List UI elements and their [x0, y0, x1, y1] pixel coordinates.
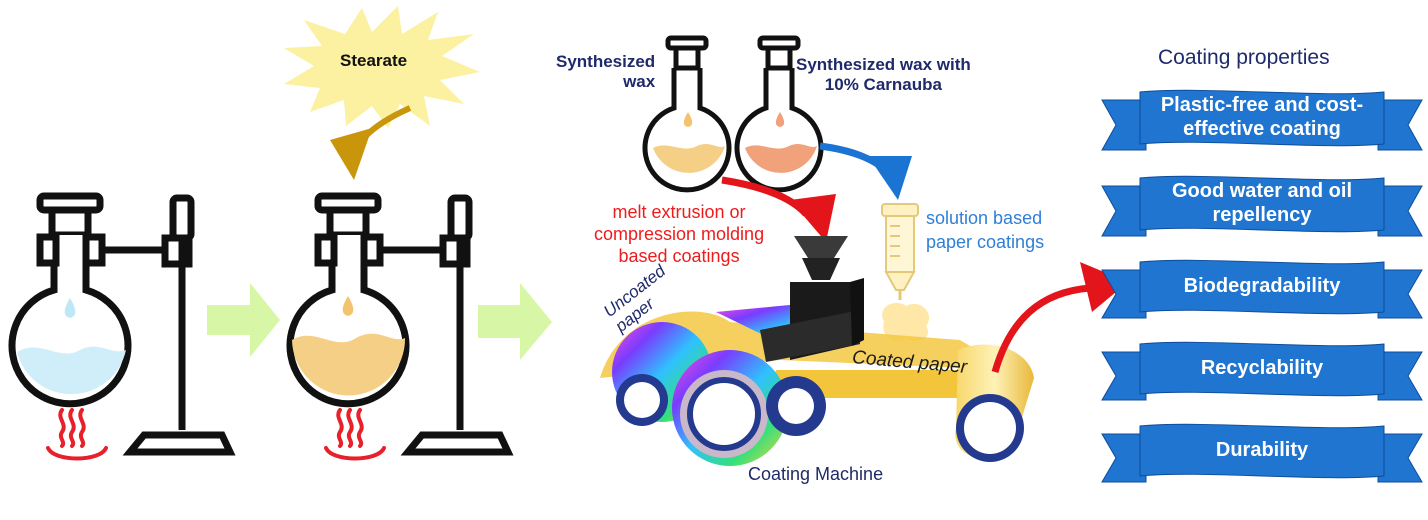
green-arrow-1 — [207, 283, 280, 357]
syringe-icon — [881, 203, 930, 342]
stearate-starburst — [284, 6, 480, 128]
red-arrow-properties — [991, 262, 1128, 373]
ribbon-biodegradability — [1101, 259, 1423, 319]
synthesized-wax-line-2: wax — [623, 72, 656, 91]
property-ribbons — [1101, 89, 1423, 483]
carnauba-line-2: 10% Carnauba — [824, 75, 942, 94]
synthesized-wax-line-1: Synthesized — [556, 52, 656, 71]
yellow-wax-liquid — [292, 333, 406, 396]
ribbon-label-plastic-free: Plastic-free and cost-effective coating — [1160, 94, 1364, 140]
melt-extrusion-label: melt extrusion or compression molding ba… — [594, 201, 764, 267]
synthesized-wax-carnauba-label: Synthesized wax with 10% Carnauba — [796, 55, 971, 95]
ribbon-water-oil — [1101, 175, 1423, 237]
green-arrow-2 — [478, 283, 552, 360]
solution-based-label: solution based paper coatings — [926, 206, 1044, 254]
melt-line-1: melt extrusion or — [612, 202, 746, 222]
blue-arrow-solution — [819, 142, 912, 200]
stearate-arrow — [330, 105, 412, 180]
ribbon-plastic-free — [1101, 89, 1423, 151]
ribbon-durability — [1101, 423, 1423, 483]
ribbon-label-recyclability: Recyclability — [1200, 357, 1324, 379]
carnauba-line-1: Synthesized wax with — [796, 55, 971, 74]
melt-line-3: based coatings — [618, 246, 740, 266]
heat-icon-2 — [324, 408, 386, 461]
ribbon-label-durability: Durability — [1215, 439, 1309, 461]
red-arrow-melt — [721, 176, 836, 242]
coating-machine — [600, 236, 1034, 466]
yellow-droplet-icon — [342, 296, 354, 316]
blue-droplet-icon — [64, 298, 76, 318]
coating-properties-title: Coating properties — [1158, 46, 1330, 69]
ribbon-label-water-oil: Good water and oil repellency — [1171, 180, 1352, 226]
coating-machine-label: Coating Machine — [748, 464, 884, 484]
ribbon-recyclability — [1101, 341, 1423, 401]
solution-line-1: solution based — [926, 208, 1043, 228]
carnauba-wax-flask — [734, 35, 824, 193]
blue-liquid — [17, 346, 126, 395]
solution-line-2: paper coatings — [926, 232, 1045, 252]
melt-line-2: compression molding — [594, 224, 765, 244]
synthesized-wax-label: Synthesized wax — [556, 52, 655, 92]
stearate-label: Stearate — [340, 51, 408, 70]
flask-stand-2 — [286, 192, 514, 456]
synthesized-wax-flask — [642, 35, 732, 193]
flask-stand-1 — [8, 192, 236, 456]
heat-icon-1 — [46, 408, 108, 461]
ribbon-label-biodegradability: Biodegradability — [1183, 275, 1341, 297]
